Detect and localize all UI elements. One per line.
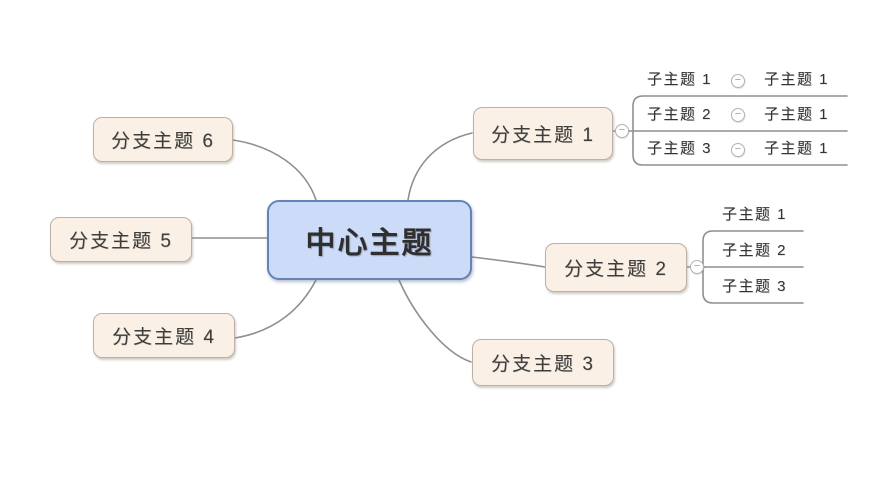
central-topic[interactable]: 中心主题 — [267, 200, 472, 280]
b1-subtopic-3[interactable]: 子主题 3 — [647, 140, 713, 157]
branch-topic-6-label: 分支主题 6 — [111, 131, 215, 152]
collapse-icon-b1-subtopic-1[interactable]: − — [731, 74, 745, 88]
collapse-icon-branch-2[interactable]: − — [690, 260, 704, 274]
b1-subtopic-3-child[interactable]: 子主题 1 — [764, 140, 830, 157]
collapse-icon-b1-subtopic-2[interactable]: − — [731, 108, 745, 122]
branch-topic-1[interactable]: 分支主题 1 — [473, 107, 613, 160]
branch-topic-5-label: 分支主题 5 — [69, 231, 173, 252]
connector-branch1-children-bracket — [632, 95, 848, 166]
b2-subtopic-1[interactable]: 子主题 1 — [722, 206, 788, 223]
branch-topic-2-label: 分支主题 2 — [564, 259, 668, 280]
branch-topic-3-label: 分支主题 3 — [491, 354, 595, 375]
minus-glyph: − — [734, 108, 742, 120]
branch-topic-6[interactable]: 分支主题 6 — [93, 117, 233, 162]
b1-subtopic-2-child[interactable]: 子主题 1 — [764, 106, 830, 123]
connector-center-branch-1 — [407, 132, 473, 201]
b1-subtopic-1[interactable]: 子主题 1 — [647, 71, 713, 88]
minus-glyph: − — [734, 74, 742, 86]
branch-topic-4[interactable]: 分支主题 4 — [93, 313, 235, 358]
connector-center-branch-6 — [232, 139, 317, 201]
minus-glyph: − — [734, 143, 742, 155]
branch-topic-2[interactable]: 分支主题 2 — [545, 243, 687, 292]
b1-subtopic-1-child[interactable]: 子主题 1 — [764, 71, 830, 88]
collapse-icon-branch-1[interactable]: − — [615, 124, 629, 138]
branch-topic-4-label: 分支主题 4 — [112, 327, 216, 348]
connector-center-branch-3 — [398, 279, 472, 363]
branch-topic-5[interactable]: 分支主题 5 — [50, 217, 192, 262]
central-topic-label: 中心主题 — [305, 226, 434, 261]
minus-glyph: − — [693, 260, 701, 272]
connector-center-branch-4 — [234, 279, 317, 339]
branch-topic-3[interactable]: 分支主题 3 — [472, 339, 614, 386]
b1-subtopic-2[interactable]: 子主题 2 — [647, 106, 713, 123]
b2-subtopic-3[interactable]: 子主题 3 — [722, 278, 788, 295]
b2-subtopic-2[interactable]: 子主题 2 — [722, 242, 788, 259]
connector-center-branch-2 — [471, 256, 546, 268]
minus-glyph: − — [618, 124, 626, 136]
branch-topic-1-label: 分支主题 1 — [491, 125, 595, 146]
collapse-icon-b1-subtopic-3[interactable]: − — [731, 143, 745, 157]
